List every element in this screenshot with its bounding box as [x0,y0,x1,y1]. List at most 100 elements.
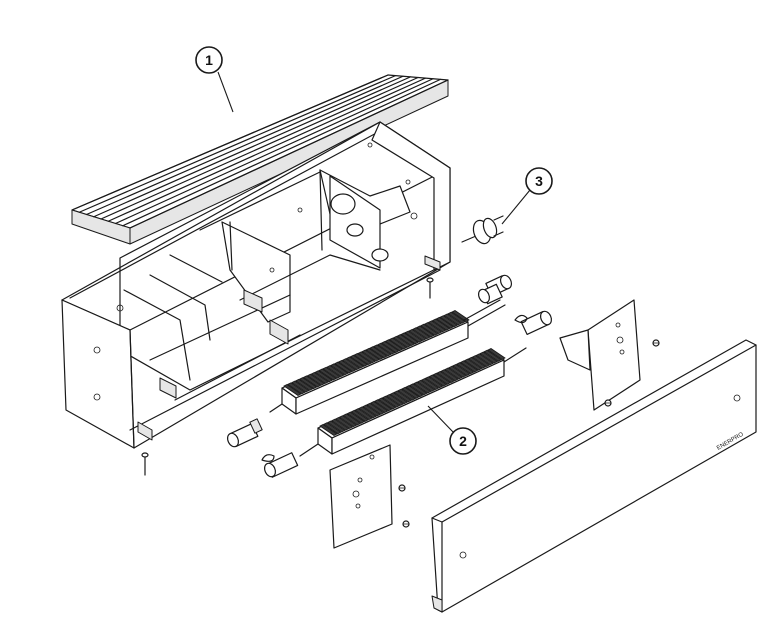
screw-left-1 [398,484,406,492]
screw-center [426,277,434,299]
fitting-top-right-2 [477,283,503,305]
fin [393,390,413,403]
heating-elements [269,299,527,457]
right-end-plate [559,299,660,411]
fitting-left-1 [226,418,263,448]
housing [61,121,451,476]
fin [341,358,361,371]
fin [384,339,404,352]
fin [416,325,435,338]
callout-3-label: 3 [535,173,543,189]
fin [298,377,318,390]
fin [435,316,455,329]
fin [408,328,427,341]
fin [354,408,373,421]
grille-slat [114,78,434,225]
fin [447,311,466,324]
fin [373,399,393,412]
fin [459,360,479,373]
fin [337,359,357,372]
fin [334,416,354,429]
fin [397,388,416,401]
fin [362,404,381,417]
fin [334,361,353,374]
callout-2: 2 [427,405,477,455]
fin [376,342,396,355]
fin [369,346,388,359]
screw-right-2 [604,399,612,407]
fin [361,349,380,362]
fin [412,381,432,394]
fin [420,378,440,391]
fin [283,384,302,396]
fin [452,363,471,376]
grille-slat [129,79,449,229]
fin [302,375,322,388]
screw-right-1 [652,339,660,347]
fin [322,366,341,379]
fin [291,380,310,393]
fin [412,327,431,340]
fin [346,411,366,424]
screw-left-2 [402,520,410,528]
fin [487,348,506,360]
fin [455,362,475,375]
fin [416,379,436,392]
fin [342,413,362,426]
fin [318,368,337,381]
callout-1-label: 1 [205,52,213,68]
fin [439,315,459,328]
fin [431,318,451,331]
fin [432,372,452,385]
fin [327,420,346,433]
fin [479,351,498,364]
fin [330,418,350,431]
fin [357,351,377,364]
grille [71,74,449,245]
fin [400,332,419,345]
fin [330,363,349,376]
callout-1: 1 [195,46,234,113]
fin [424,376,444,389]
fin [419,323,439,336]
fin [365,347,384,360]
fin [409,383,428,396]
fin [389,392,409,405]
fitting-right-clip [514,310,553,336]
fin [349,354,369,367]
fin [471,355,491,368]
fin [475,353,495,366]
fin [428,374,448,387]
fin [463,358,483,371]
grille-slat [93,76,412,218]
fin [350,409,370,422]
fin [287,382,306,395]
grille-slat [122,78,442,227]
fin [443,313,462,326]
fin [373,344,392,357]
fin [323,422,342,435]
fin [483,349,502,362]
fin [381,395,401,408]
fin [338,415,358,428]
grille-slat [85,75,404,216]
fin [294,378,314,391]
fin [319,424,338,436]
fin [380,341,400,353]
thermostat [461,215,504,245]
fin [396,334,416,347]
fin [345,356,365,369]
screw-bottom-left [141,452,149,476]
fin [358,406,377,419]
fin [306,373,326,386]
fin [448,365,467,378]
fin [326,365,345,378]
fin [440,369,459,382]
fin [388,337,408,350]
fin [451,310,470,322]
fin [370,401,389,413]
fin [385,393,405,406]
fin [366,402,385,415]
grille-slat [78,75,397,213]
